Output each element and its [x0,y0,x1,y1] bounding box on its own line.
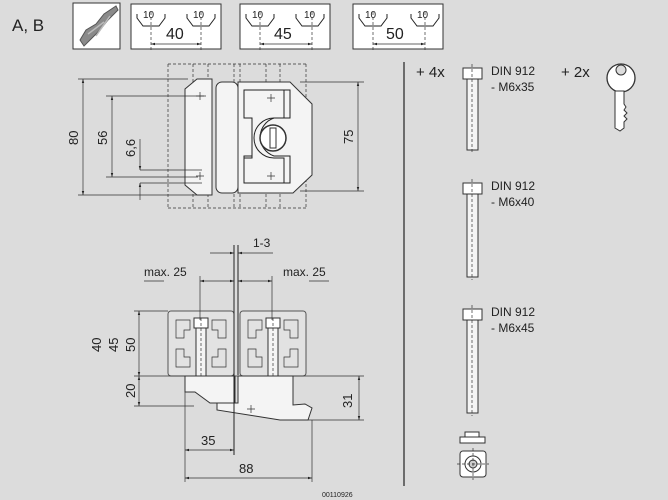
keys-quantity: + 2x [561,64,590,81]
right-label: 10 [417,10,429,21]
dim-56: 56 [95,131,110,145]
right-label: 10 [304,10,316,21]
left-label: 10 [252,10,264,21]
screw-m6x45-icon [462,305,483,416]
key-icon [606,63,636,132]
screw-m6x35-icon [462,64,483,154]
dim-50: 50 [123,338,138,352]
left-label: 10 [143,10,155,21]
screw-m6x40-icon [462,179,483,280]
dim-20: 20 [123,384,138,398]
dim-80: 80 [66,131,81,145]
spacing-option-40: 10 10 40 [130,3,222,50]
lock-cylinder-icon [259,124,287,152]
dim-31: 31 [340,394,355,408]
side-view: 1-3 max. 25 max. 25 40 45 50 20 31 35 88… [89,236,364,499]
screw-3-size: - M6x45 [491,321,535,335]
dim-40: 40 [89,338,104,352]
right-label: 10 [193,10,205,21]
dim-max-right: max. 25 [283,265,326,279]
dim-35: 35 [201,433,215,448]
dim-75: 75 [341,130,356,144]
screw-2-size: - M6x40 [491,195,535,209]
screw-3-standard: DIN 912 [491,305,535,319]
spacing-option-45: 10 10 45 [239,3,331,50]
left-label: 10 [365,10,377,21]
screws-quantity: + 4x [416,64,445,81]
dim-88: 88 [239,461,253,476]
accessories: + 4x DIN 912 - M6x35 DIN 912 - M6x40 DIN… [416,63,636,480]
dim-6-6: 6,6 [123,139,138,157]
top-view: 80 56 6,6 75 [66,63,364,209]
aluminium-profile-left [167,310,235,378]
aluminium-profile-right [239,310,307,378]
dim-gap: 1-3 [253,236,271,250]
screw-1-size: - M6x35 [491,80,535,94]
drill-bit-icon [72,2,121,50]
distance-label: 40 [166,26,184,43]
drawing-number: 00110926 [322,492,353,499]
dim-45: 45 [106,338,121,352]
distance-label: 50 [386,26,404,43]
screw-1-standard: DIN 912 [491,64,535,78]
dim-max-left: max. 25 [144,265,187,279]
nut-icon [457,431,489,480]
screw-2-standard: DIN 912 [491,179,535,193]
distance-label: 45 [274,26,292,43]
variant-label: A, B [12,16,44,35]
spacing-option-50: 10 10 50 [352,3,444,50]
